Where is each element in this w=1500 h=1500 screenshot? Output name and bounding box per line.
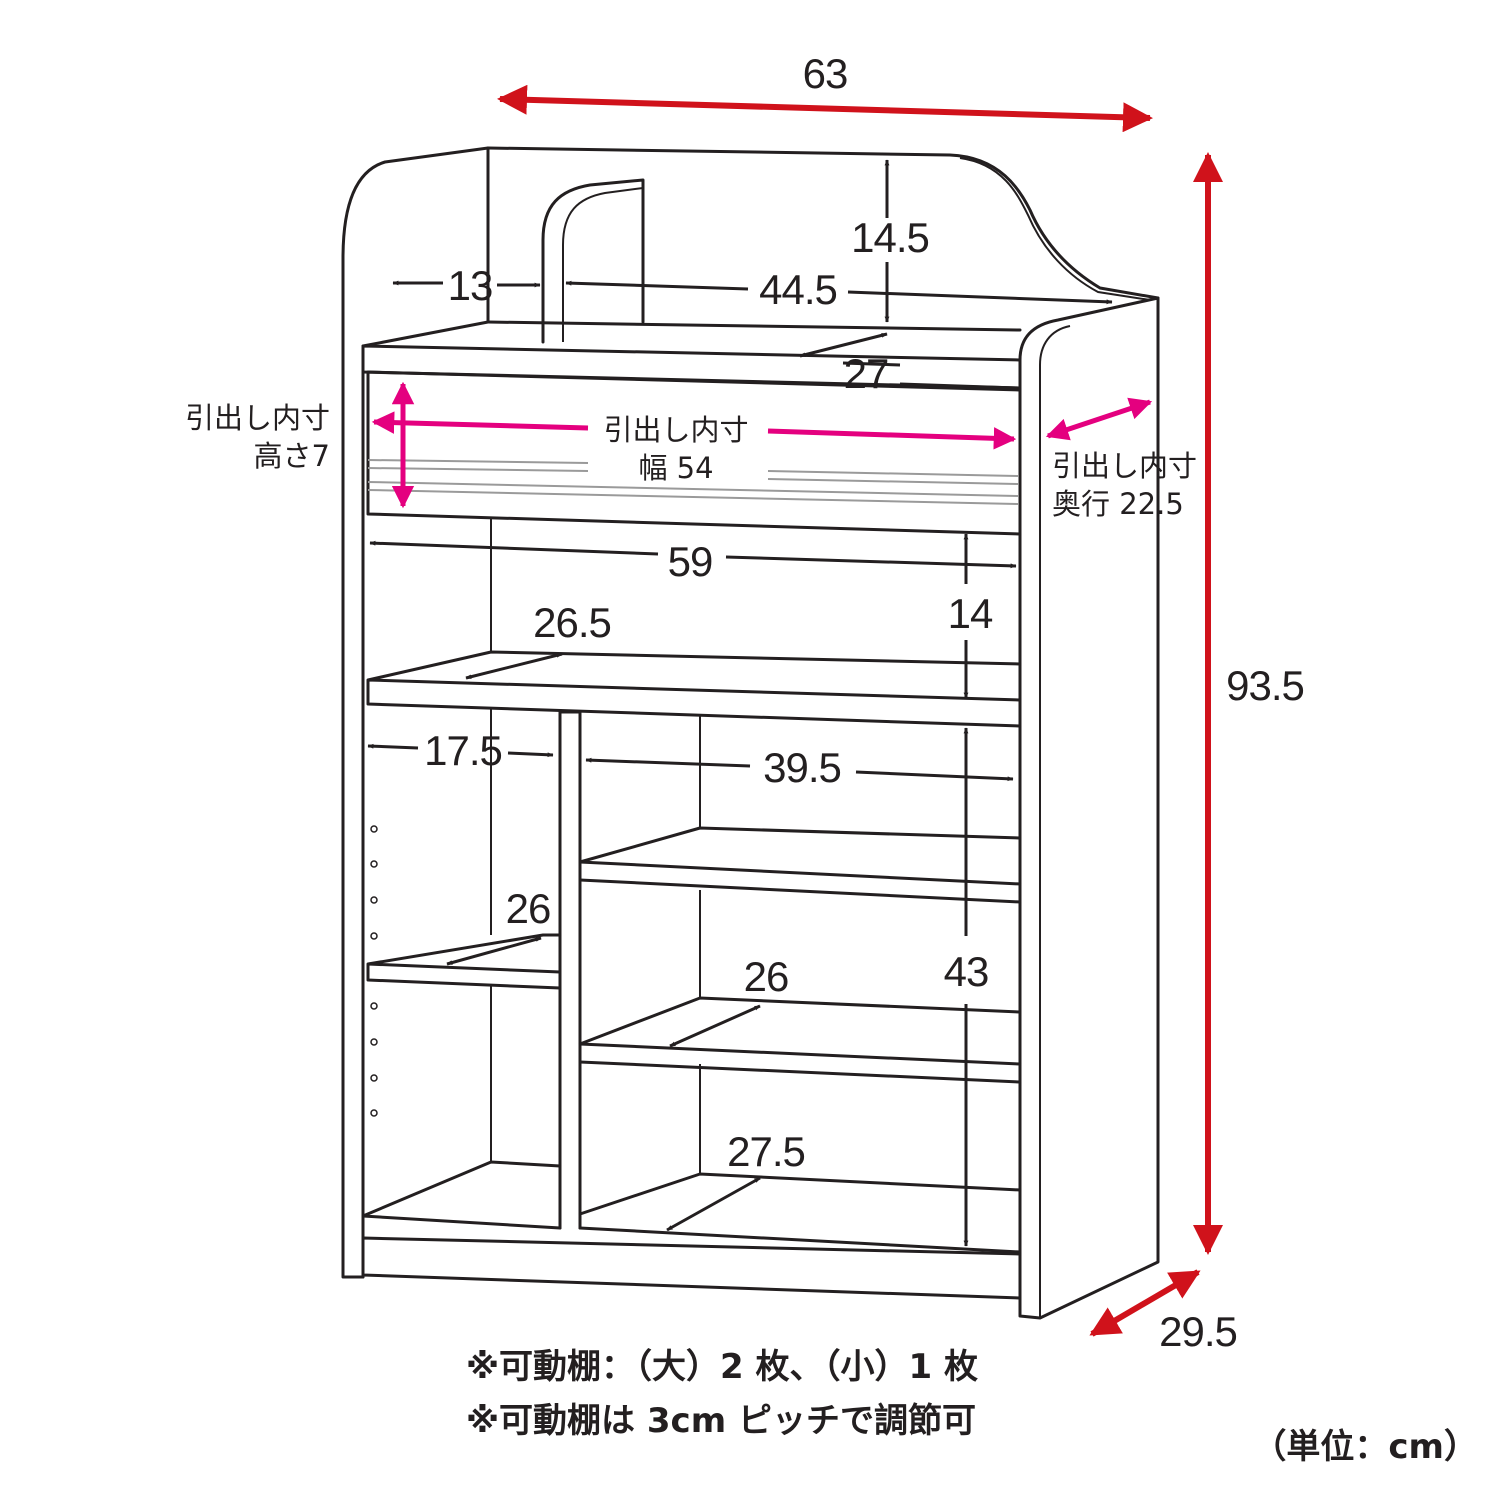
drawer-depth-arrow <box>1045 397 1153 441</box>
drawer-width-arrow-right <box>767 427 1017 450</box>
drawer-dimension-arrows <box>371 381 1153 509</box>
bottom-depth-label: 27.5 <box>727 1128 805 1175</box>
internal-dimension-arrows <box>367 159 1113 1247</box>
right-shelf-1 <box>578 826 1022 904</box>
left-small-shelf <box>366 933 562 990</box>
drawer-depth-label-1: 引出し内寸 <box>1052 449 1197 483</box>
overall-depth-arrow <box>1089 1269 1201 1337</box>
overall-dimension-arrows <box>497 84 1223 1337</box>
base-plinth <box>361 1236 1022 1300</box>
drawer-width-arrow-left <box>371 411 589 434</box>
note-line-1: ※可動棚：（大）2 枚、（小）1 枚 <box>466 1347 978 1387</box>
drawer-groove-3 <box>367 481 1019 497</box>
upper-height-label: 14 <box>948 590 993 637</box>
bottom-board <box>361 1160 1022 1254</box>
lower-height-label: 43 <box>944 948 989 995</box>
top-right-width-arrow-l <box>565 280 749 291</box>
right-width-arrow-l <box>585 757 751 768</box>
bookend-divider <box>541 178 645 344</box>
left-width-arrow-l <box>367 743 419 750</box>
top-right-width-label: 44.5 <box>759 266 837 313</box>
fixed-middle-shelf <box>366 650 1022 728</box>
top-right-width-arrow-r <box>847 290 1113 305</box>
drawer-front <box>366 370 1022 536</box>
right-side-panel <box>1018 296 1160 1320</box>
drawer-width-label-2: 幅 54 <box>638 451 713 485</box>
back-panel-top <box>486 146 1160 300</box>
drawer-height-label-2: 高さ7 <box>254 439 330 473</box>
drawer-groove-4 <box>367 489 1019 505</box>
drawer-groove-5 <box>767 470 1019 477</box>
bookend-edge <box>562 187 644 342</box>
overall-width-label: 63 <box>803 50 848 97</box>
left-width-arrow-r <box>507 751 554 758</box>
large-shelf-depth-arrow <box>669 1004 761 1048</box>
drawer-width-label-1: 引出し内寸 <box>603 413 748 447</box>
note-line-2: ※可動棚は 3cm ピッチで調節可 <box>466 1401 976 1441</box>
overall-depth-label: 29.5 <box>1159 1308 1237 1355</box>
right-shelf-2 <box>578 996 1022 1084</box>
back-inner-top <box>486 320 1022 332</box>
notes: ※可動棚：（大）2 枚、（小）1 枚 ※可動棚は 3cm ピッチで調節可 （単位… <box>466 1347 1478 1467</box>
inner-width-label: 59 <box>668 538 713 585</box>
left-side-panel <box>341 146 490 1279</box>
top-left-width-label: 13 <box>448 262 493 309</box>
top-depth-arrow <box>799 332 888 358</box>
shelf-pin-holes <box>370 825 378 1117</box>
dimension-labels: 63 93.5 29.5 14.5 13 44.5 27 59 14 26.5 … <box>424 50 1305 1355</box>
upper-shelf-depth-arrow <box>465 652 563 680</box>
top-depth-mark-l <box>842 361 901 367</box>
drawer-height-label-1: 引出し内寸 <box>185 401 330 435</box>
small-shelf-depth-arrow <box>446 936 542 966</box>
right-width-label: 39.5 <box>763 744 841 791</box>
top-depth-label: 27 <box>844 350 889 397</box>
back-panel-top-edge <box>959 157 1151 301</box>
right-side-inner-edge <box>1039 325 1071 1318</box>
bottom-depth-arrow <box>666 1176 761 1232</box>
overall-height-label: 93.5 <box>1226 662 1304 709</box>
vertical-divider <box>558 710 582 1230</box>
overall-width-arrow <box>497 84 1153 133</box>
unit-label: （単位：cm） <box>1252 1427 1478 1467</box>
small-shelf-depth-label: 26 <box>506 885 551 932</box>
upper-shelf-depth-label: 26.5 <box>533 599 611 646</box>
drawer-depth-label-2: 奥行 22.5 <box>1052 487 1184 521</box>
drawer-labels: 引出し内寸 高さ7 引出し内寸 幅 54 引出し内寸 奥行 22.5 <box>185 401 1197 521</box>
top-depth-mark-r <box>899 382 1019 390</box>
drawer-groove-6 <box>767 478 1019 485</box>
right-width-arrow-r <box>855 770 1014 782</box>
inner-width-arrow-l <box>369 540 659 556</box>
top-height-label: 14.5 <box>851 214 929 261</box>
inner-width-arrow-r <box>725 555 1017 569</box>
large-shelf-depth-label: 26 <box>744 953 789 1000</box>
left-width-label: 17.5 <box>424 727 502 774</box>
